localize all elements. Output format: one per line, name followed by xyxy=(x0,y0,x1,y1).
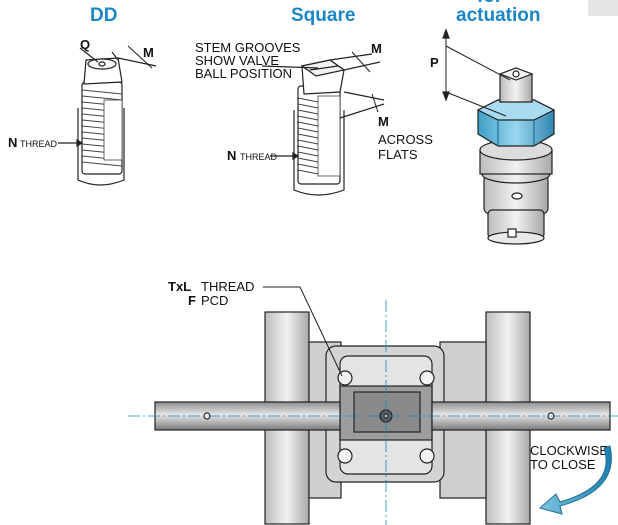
square-stem-drawing xyxy=(261,51,385,196)
square-across-line1: ACROSS xyxy=(378,132,433,147)
dd-stem-drawing xyxy=(58,45,157,186)
valve-thread-label: THREAD xyxy=(201,279,254,294)
valve-body-drawing xyxy=(154,286,611,525)
dd-q-label: Q xyxy=(80,37,90,52)
square-m-side-label: M xyxy=(378,114,389,129)
square-n-label: N xyxy=(227,148,236,163)
dd-thread-label: THREAD xyxy=(20,139,58,149)
valve-pcd-label: PCD xyxy=(201,293,228,308)
square-grooves-line3: BALL POSITION xyxy=(195,66,292,81)
clockwise-arrow-icon xyxy=(538,445,612,515)
square-thread-label: THREAD xyxy=(240,152,278,162)
header-dd: DD xyxy=(90,5,118,26)
clockwise-line1: CLOCKWISE xyxy=(530,443,608,458)
actuation-p-label: P xyxy=(430,55,439,70)
square-grooves-line2: SHOW VALVE xyxy=(195,53,279,68)
header-square: Square xyxy=(291,5,356,26)
header-for: for xyxy=(477,0,502,7)
header-actuation: actuation xyxy=(456,5,541,26)
square-thread-lines xyxy=(297,97,319,175)
pipe-right xyxy=(431,401,611,431)
actuation-stem-drawing xyxy=(442,28,556,245)
square-across-line2: FLATS xyxy=(378,147,418,162)
valve-f-label: F xyxy=(188,293,196,308)
square-m-top-label: M xyxy=(371,41,382,56)
clockwise-line2: TO CLOSE xyxy=(530,457,596,472)
dd-m-label: M xyxy=(143,45,154,60)
square-grooves-line1: STEM GROOVES xyxy=(195,40,301,55)
valve-txl-label: TxL xyxy=(168,279,191,294)
corner-shade xyxy=(588,0,618,16)
dd-n-label: N xyxy=(8,135,17,150)
centerlines xyxy=(128,300,618,525)
